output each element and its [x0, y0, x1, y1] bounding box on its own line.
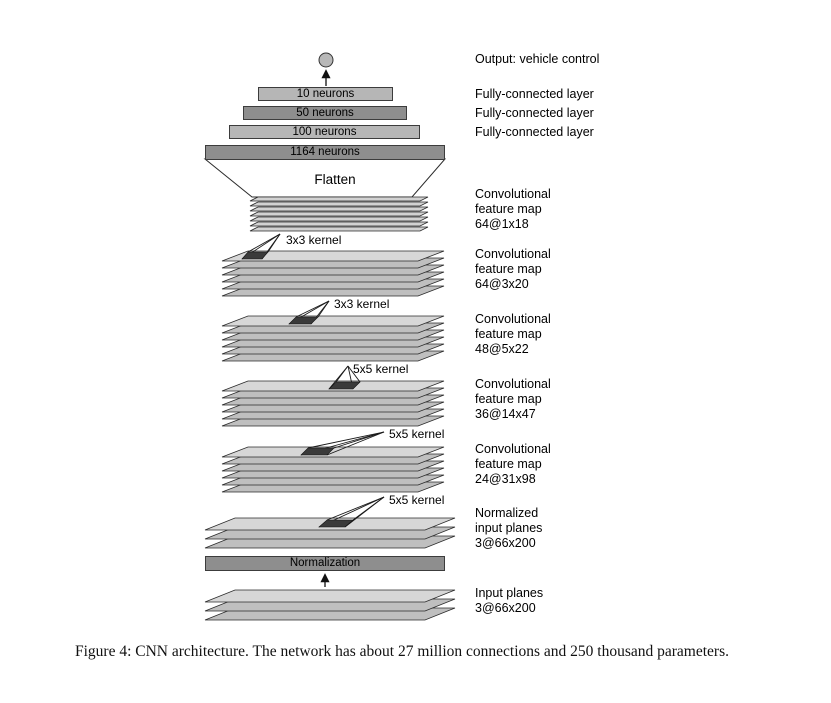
fc-bar-100-neurons: 100 neurons — [229, 125, 420, 139]
fan-line — [326, 431, 385, 456]
conv-stack-36x14x47 — [221, 380, 445, 427]
label-conv-64x1x18: Convolutional feature map 64@1x18 — [475, 187, 551, 231]
slat — [249, 211, 429, 217]
normalization-bar: Normalization — [205, 556, 445, 571]
fan-line — [317, 300, 330, 318]
slat — [249, 221, 429, 227]
fan-line — [247, 233, 281, 253]
slat — [249, 206, 429, 212]
kernel-fan-3 — [328, 365, 361, 390]
kernel-fan-1 — [241, 233, 281, 260]
conv-stack-24x31x98 — [221, 446, 445, 493]
kernel-fan-4 — [300, 431, 385, 456]
fan-line — [326, 496, 385, 521]
slat — [249, 216, 429, 222]
fc-bar-1164-neurons: 1164 neurons — [205, 145, 445, 160]
input-planes-stack — [204, 589, 456, 621]
slat — [249, 201, 429, 207]
fan-line — [307, 431, 385, 449]
kernel-label-1: 3x3 kernel — [286, 233, 342, 247]
fan-line — [335, 365, 349, 383]
label-fc-3: Fully-connected layer — [475, 125, 594, 139]
kernel-quad — [328, 381, 361, 390]
label-fc-2: Fully-connected layer — [475, 106, 594, 120]
label-normalized-planes: Normalized input planes 3@66x200 — [475, 506, 543, 550]
kernel-label-2: 3x3 kernel — [334, 297, 390, 311]
kernel-label-3: 5x5 kernel — [353, 362, 409, 376]
slat — [249, 196, 429, 202]
kernel-label-4: 5x5 kernel — [389, 427, 445, 441]
conv-stack-64x1x18 — [249, 196, 429, 232]
slat — [249, 226, 429, 232]
label-input-planes: Input planes 3@66x200 — [475, 586, 544, 615]
stack-sheet — [204, 589, 456, 603]
fan-line — [347, 365, 361, 383]
label-conv-48x5x22: Convolutional feature map 48@5x22 — [475, 312, 551, 356]
stack-sheet — [221, 250, 445, 262]
kernel-label-5: 5x5 kernel — [389, 493, 445, 507]
kernel-quad — [300, 447, 335, 456]
label-output: Output: vehicle control — [475, 52, 600, 66]
label-fc-1: Fully-connected layer — [475, 87, 594, 101]
normalized-input-planes-stack — [204, 517, 456, 549]
label-conv-36x14x47: Convolutional feature map 36@14x47 — [475, 377, 551, 421]
flatten-label: Flatten — [314, 172, 356, 187]
kernel-quad — [318, 519, 354, 528]
label-conv-24x31x98: Convolutional feature map 24@31x98 — [475, 442, 551, 486]
conv-stack-48x5x22 — [221, 315, 445, 362]
fan-line — [295, 300, 330, 318]
fan-line — [352, 496, 385, 521]
kernel-fan-2 — [288, 300, 330, 325]
kernel-quad — [288, 316, 319, 325]
fc-bar-10-neurons: 10 neurons — [258, 87, 393, 101]
figure-caption: Figure 4: CNN architecture. The network … — [75, 643, 729, 660]
conv-stack-64x3x20 — [221, 250, 445, 297]
kernel-fan-5 — [318, 496, 385, 528]
kernel-quad — [241, 251, 269, 260]
fan-line — [267, 233, 281, 253]
fan-line — [333, 431, 385, 449]
fc-bar-50-neurons: 50 neurons — [243, 106, 407, 120]
stack-sheet — [221, 446, 445, 458]
output-node — [318, 52, 334, 68]
label-conv-64x3x20: Convolutional feature map 64@3x20 — [475, 247, 551, 291]
stack-sheet — [221, 315, 445, 327]
